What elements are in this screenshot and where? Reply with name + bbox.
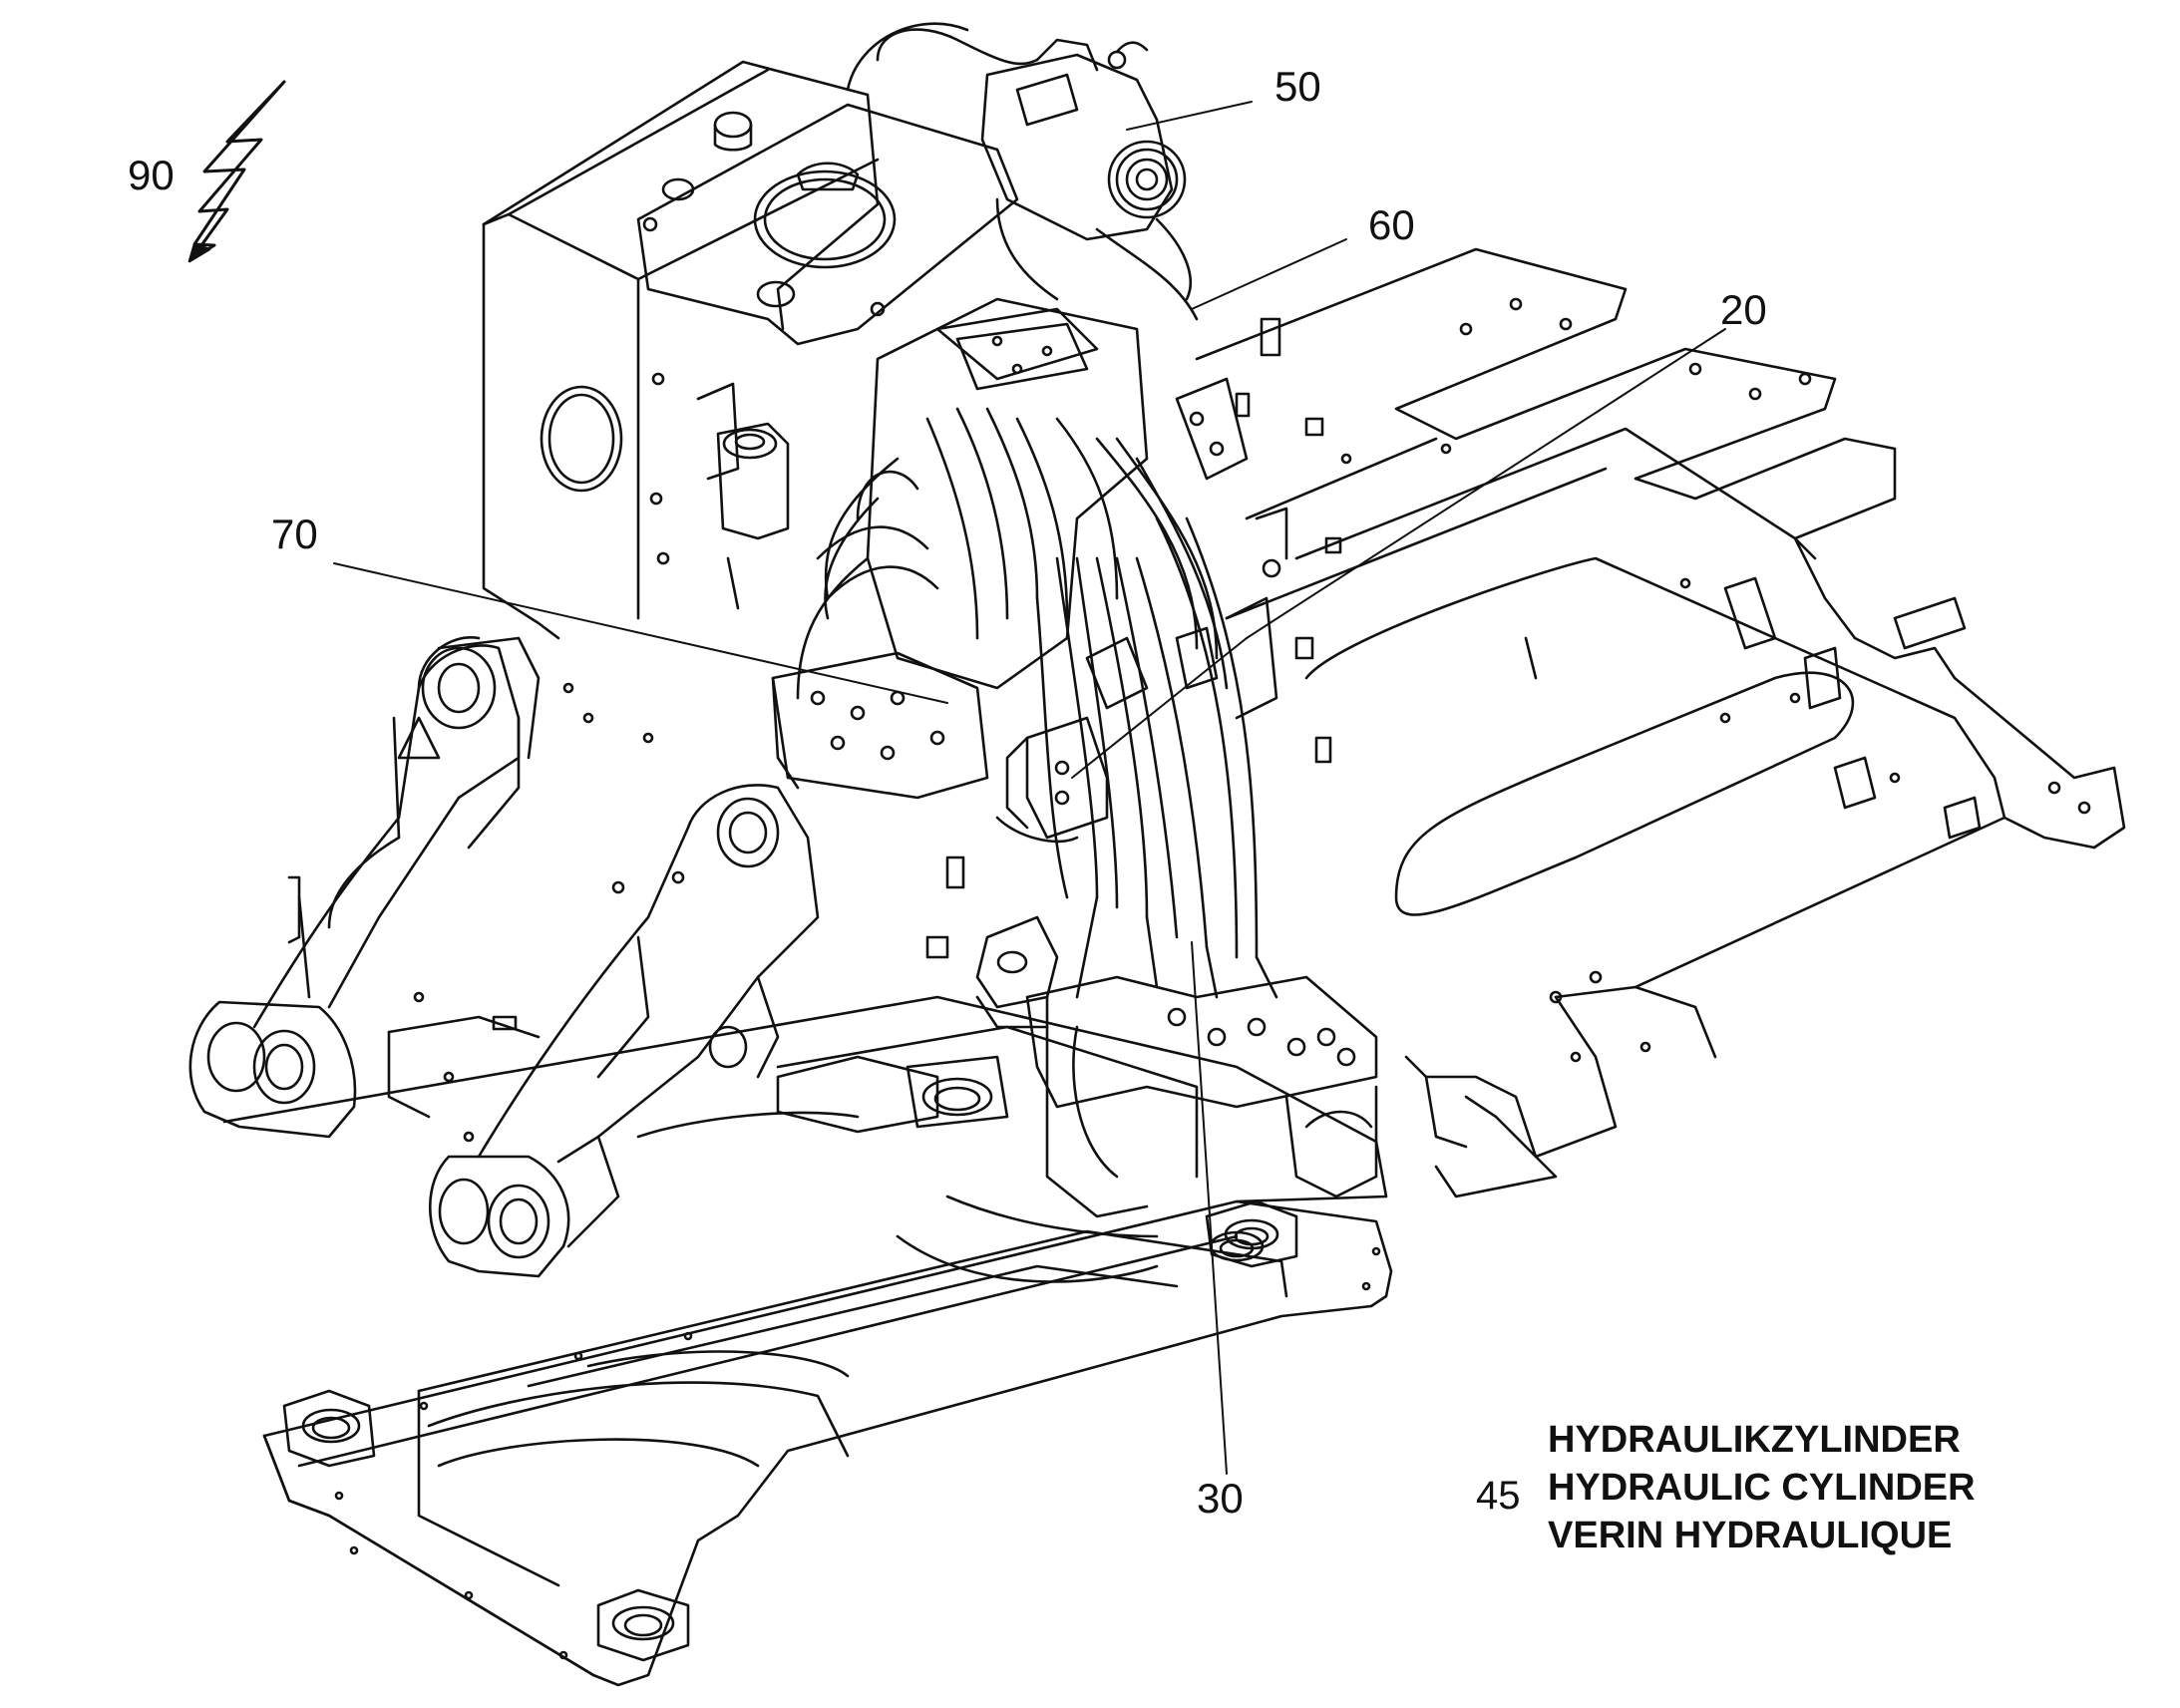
- callout-90: 90: [128, 152, 175, 198]
- callout-70: 70: [271, 511, 318, 557]
- title-line-de: HYDRAULIKZYLINDER: [1548, 1419, 1961, 1461]
- callout-20: 20: [1720, 286, 1767, 333]
- left-boom-mount: [188, 636, 541, 1139]
- engine-block: [482, 60, 1019, 640]
- leader-lines: [333, 101, 1726, 1475]
- callout-30: 30: [1197, 1475, 1244, 1522]
- mid-floor: [222, 995, 1388, 1283]
- lower-frame: [262, 1199, 1393, 1687]
- right-boom-mount: [387, 784, 820, 1278]
- valve-block-assembly: [771, 297, 1378, 1218]
- fittings: [413, 317, 1342, 1143]
- callout-60: 60: [1368, 201, 1415, 248]
- title-lines: HYDRAULIKZYLINDER HYDRAULIC CYLINDER VER…: [1548, 1416, 1976, 1559]
- pump-assembly: [846, 22, 1199, 321]
- title-number: 45: [1476, 1474, 1521, 1518]
- title-line-fr: VERIN HYDRAULIQUE: [1548, 1515, 1953, 1556]
- title-line-en: HYDRAULIC CYLINDER: [1548, 1467, 1976, 1509]
- right-frame: [1195, 247, 2126, 1198]
- callout-50: 50: [1274, 63, 1321, 110]
- lightning-bolt-icon: [187, 80, 286, 263]
